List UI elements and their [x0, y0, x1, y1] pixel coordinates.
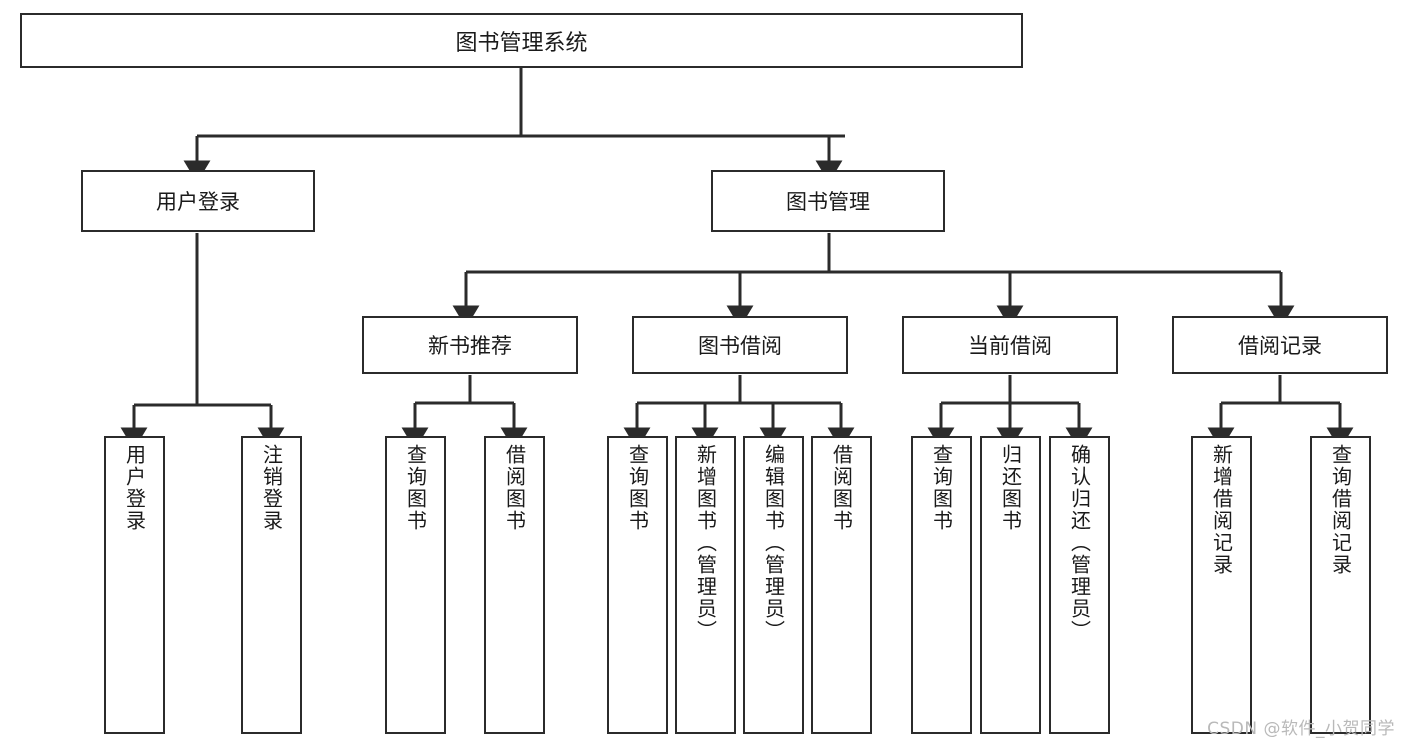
node-book-borrow[interactable]: 图书借阅 [632, 316, 848, 374]
node-new-book-recommend-label: 新书推荐 [428, 334, 512, 358]
node-new-book-recommend[interactable]: 新书推荐 [362, 316, 578, 374]
node-leaf-query-book-1[interactable]: 查询图书 [385, 436, 446, 734]
node-leaf-query-record[interactable]: 查询借阅记录 [1310, 436, 1371, 734]
node-leaf-confirm-return-label: 确认归还（管理员） [1067, 444, 1092, 642]
node-leaf-edit-book[interactable]: 编辑图书（管理员） [743, 436, 804, 734]
node-user-login[interactable]: 用户登录 [81, 170, 315, 232]
node-borrow-record[interactable]: 借阅记录 [1172, 316, 1388, 374]
node-leaf-logout-login-label: 注销登录 [259, 444, 284, 532]
node-leaf-user-login[interactable]: 用户登录 [104, 436, 165, 734]
node-leaf-borrow-book-1-label: 借阅图书 [502, 444, 527, 532]
node-borrow-record-label: 借阅记录 [1238, 334, 1322, 358]
node-user-login-label: 用户登录 [156, 190, 240, 214]
node-leaf-add-record-label: 新增借阅记录 [1209, 444, 1234, 576]
csdn-watermark: CSDN @软件_小贺同学 [1207, 719, 1395, 739]
node-leaf-query-book-2[interactable]: 查询图书 [607, 436, 668, 734]
node-leaf-edit-book-label: 编辑图书（管理员） [761, 444, 786, 642]
node-root-label: 图书管理系统 [455, 30, 588, 56]
node-leaf-user-login-label: 用户登录 [122, 444, 147, 532]
node-leaf-return-book[interactable]: 归还图书 [980, 436, 1041, 734]
node-leaf-query-record-label: 查询借阅记录 [1328, 444, 1353, 576]
node-leaf-add-book-label: 新增图书（管理员） [693, 444, 718, 642]
node-leaf-add-book[interactable]: 新增图书（管理员） [675, 436, 736, 734]
node-current-borrow-label: 当前借阅 [968, 334, 1052, 358]
node-book-management-label: 图书管理 [786, 190, 870, 214]
node-leaf-query-book-1-label: 查询图书 [403, 444, 428, 532]
node-leaf-return-book-label: 归还图书 [998, 444, 1023, 532]
node-current-borrow[interactable]: 当前借阅 [902, 316, 1118, 374]
node-leaf-borrow-book-1[interactable]: 借阅图书 [484, 436, 545, 734]
node-leaf-query-book-3-label: 查询图书 [929, 444, 954, 532]
node-leaf-query-book-3[interactable]: 查询图书 [911, 436, 972, 734]
node-book-management[interactable]: 图书管理 [711, 170, 945, 232]
node-leaf-logout-login[interactable]: 注销登录 [241, 436, 302, 734]
node-leaf-query-book-2-label: 查询图书 [625, 444, 650, 532]
node-leaf-add-record[interactable]: 新增借阅记录 [1191, 436, 1252, 734]
node-leaf-borrow-book-2[interactable]: 借阅图书 [811, 436, 872, 734]
node-leaf-confirm-return[interactable]: 确认归还（管理员） [1049, 436, 1110, 734]
node-book-borrow-label: 图书借阅 [698, 334, 782, 358]
node-leaf-borrow-book-2-label: 借阅图书 [829, 444, 854, 532]
node-root[interactable]: 图书管理系统 [20, 13, 1023, 68]
